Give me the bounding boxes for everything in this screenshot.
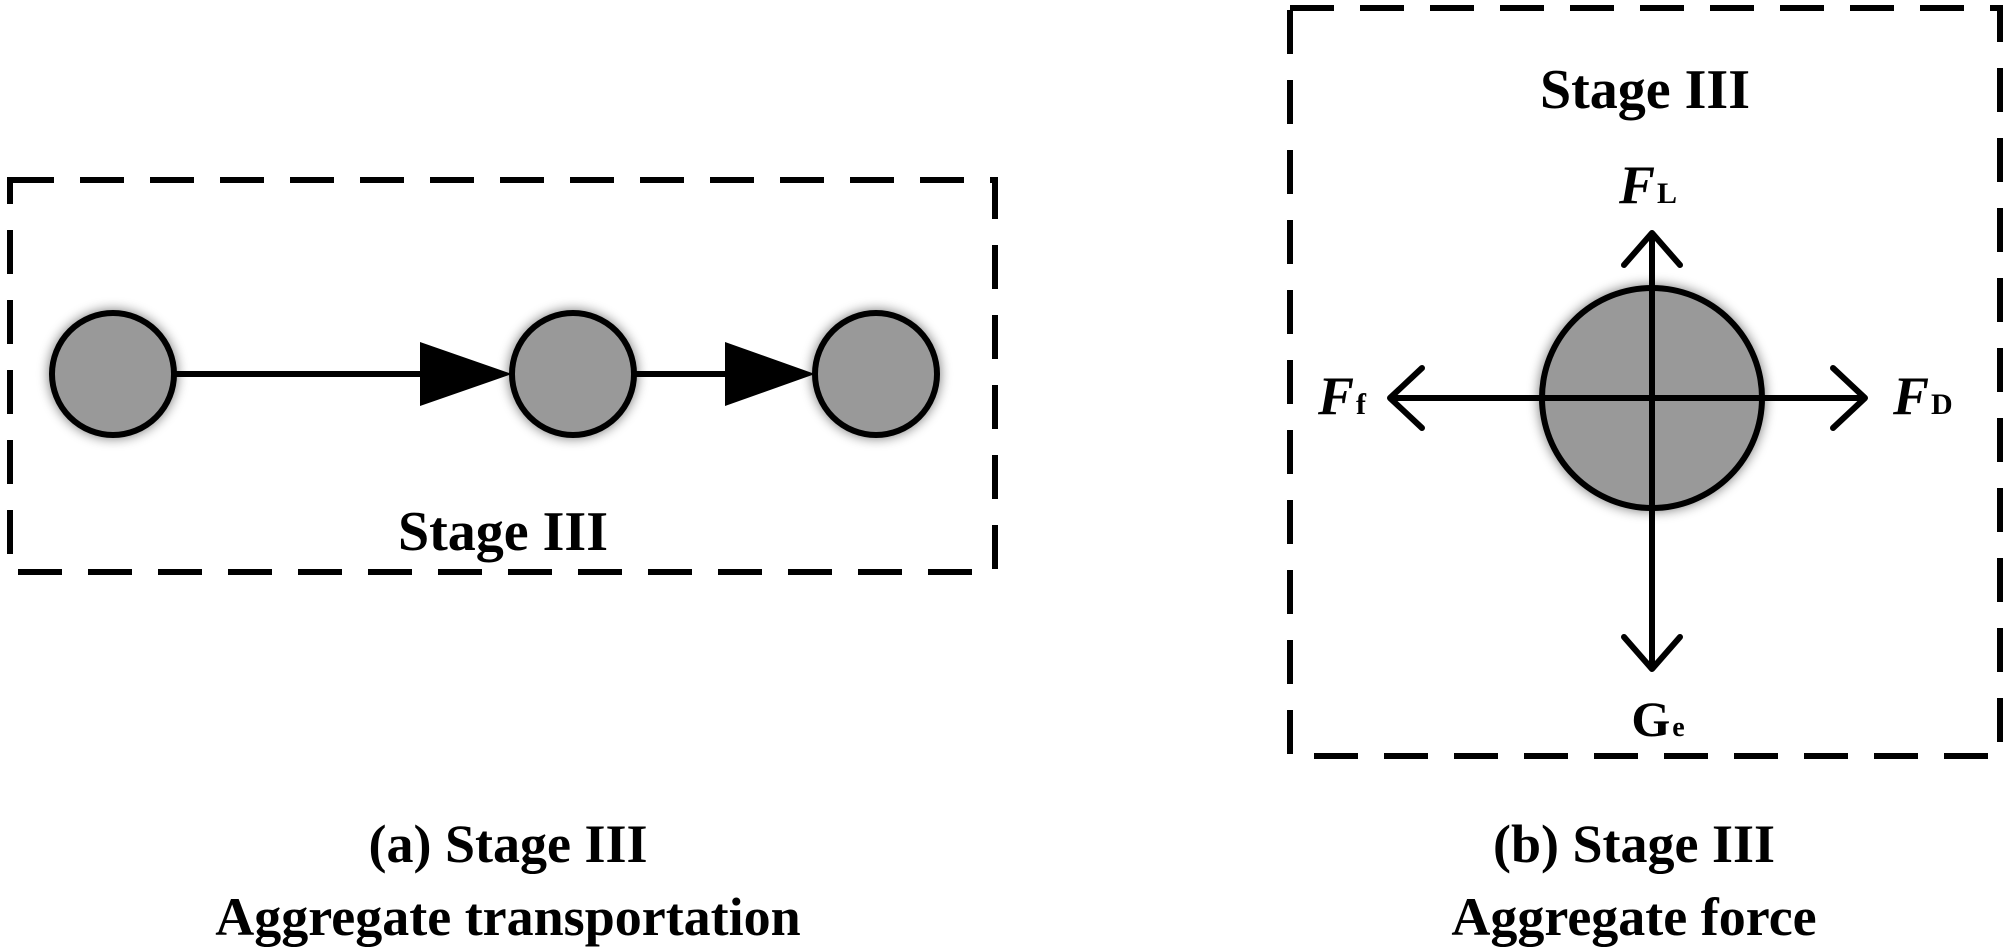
panel-b-dashed-frame	[1287, 5, 2003, 759]
gravity-force-arrowhead	[1621, 634, 1683, 672]
aggregate-particle-end	[812, 310, 940, 438]
drag-force-arrowhead	[1830, 365, 1868, 431]
transport-arrowhead-2	[725, 342, 815, 406]
panel-b-caption-line2: Aggregate force	[1451, 887, 1816, 947]
panel-a-dashed-frame	[7, 177, 998, 575]
aggregate-particle-middle	[509, 310, 637, 438]
friction-force-label: Ff	[1317, 366, 1367, 426]
gravity-force-label: Ge	[1631, 691, 1684, 747]
panel-a-caption-line1: (a) Stage III	[369, 814, 648, 874]
lift-force-arrowhead	[1621, 230, 1683, 268]
panel-a-transportation: Stage III (a) Stage III Aggregate transp…	[7, 177, 998, 947]
friction-force-arrowhead	[1387, 365, 1425, 431]
transport-arrowhead-1	[420, 342, 512, 406]
panel-a-caption-line2: Aggregate transportation	[215, 887, 800, 947]
panel-a-stage-label: Stage III	[398, 501, 608, 563]
panel-b-stage-label: Stage III	[1540, 59, 1750, 121]
panel-b-force: Stage III FL FD Ff Ge (b) Stage III Aggr…	[1287, 5, 2003, 947]
aggregate-particle-start	[49, 310, 177, 438]
panel-b-caption-line1: (b) Stage III	[1493, 814, 1775, 874]
lift-force-label: FL	[1618, 155, 1677, 215]
drag-force-label: FD	[1892, 366, 1953, 426]
